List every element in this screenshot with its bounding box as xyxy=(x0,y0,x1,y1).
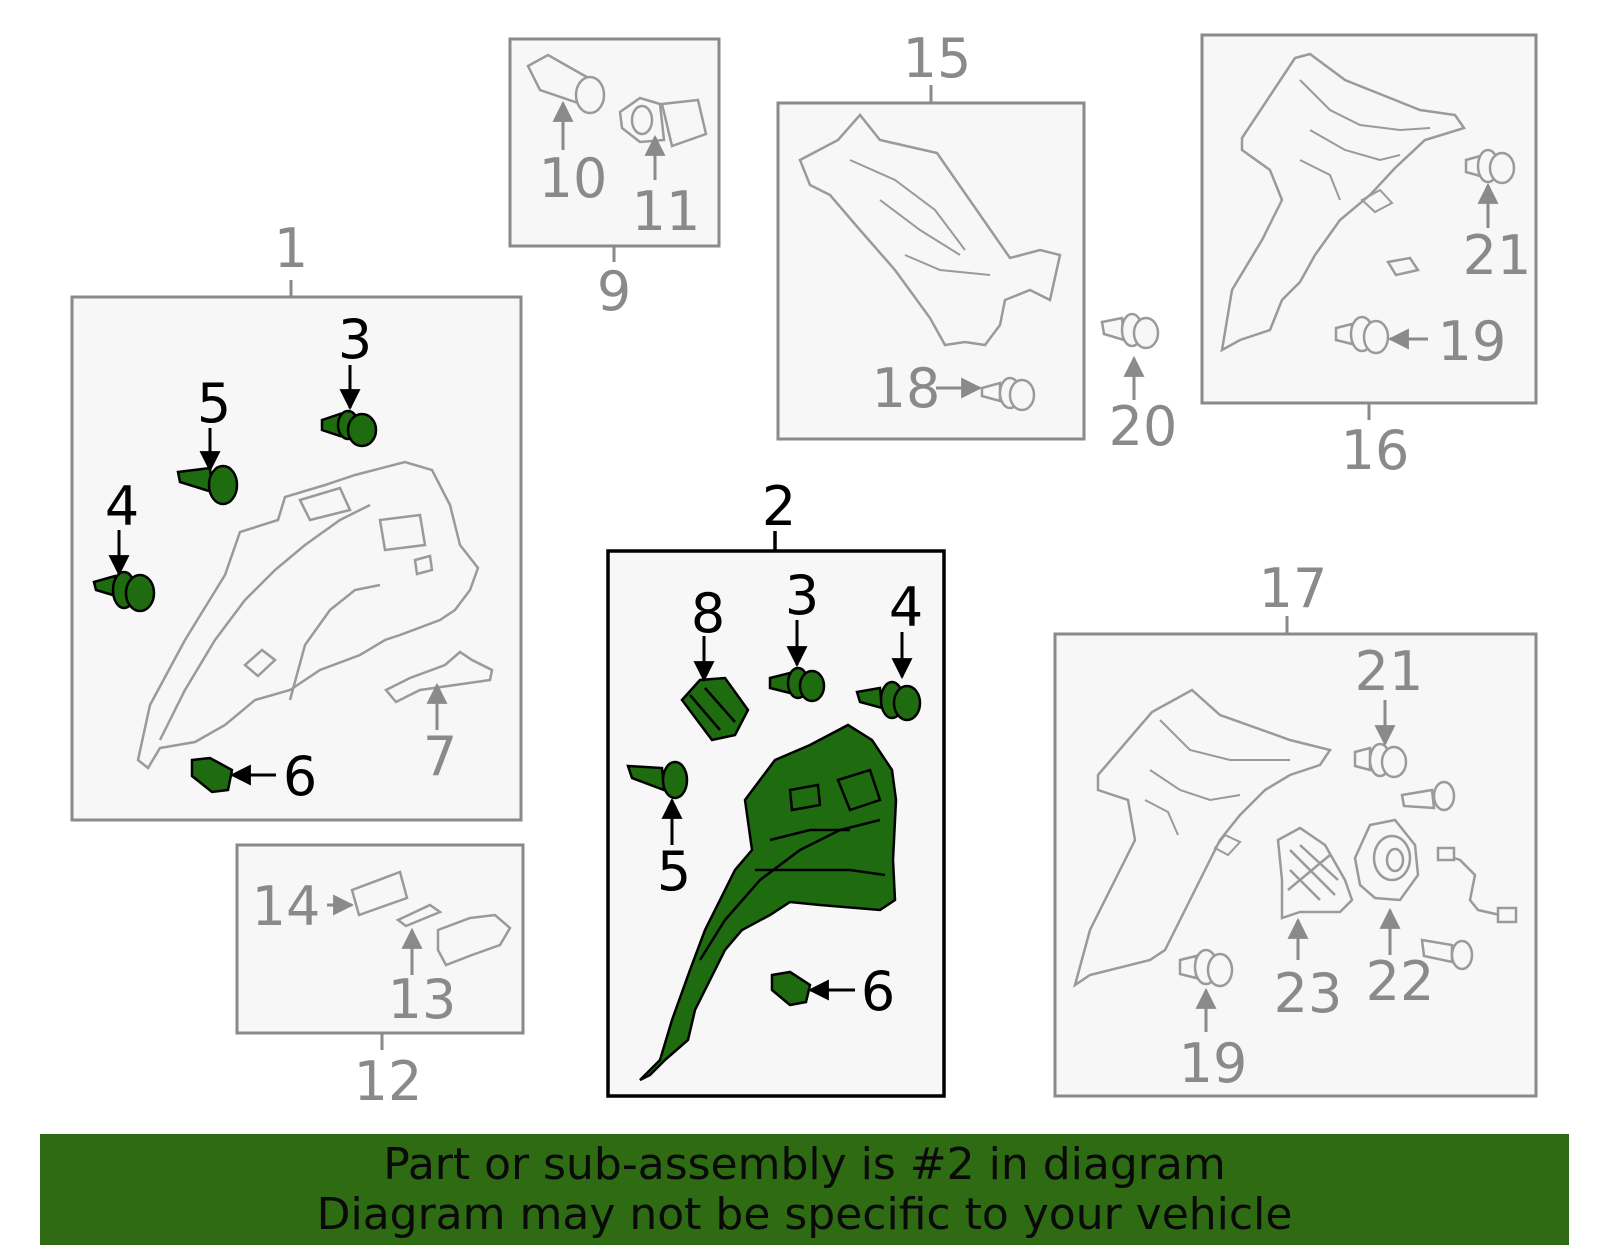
clip-20-icon xyxy=(1100,312,1160,350)
speaker-grille-23-drawing xyxy=(1276,826,1354,920)
trim-panel-15-drawing xyxy=(798,113,1062,347)
pillar-trim-16-ribs xyxy=(1299,79,1431,214)
bezel-13-drawing xyxy=(395,903,443,928)
callout-6a: 6 xyxy=(283,745,317,808)
callout-1: 1 xyxy=(274,217,308,280)
clip-3-icon xyxy=(320,409,378,448)
callout-11: 11 xyxy=(632,180,701,243)
callout-16: 16 xyxy=(1341,419,1410,482)
clip-4-icon xyxy=(92,570,156,613)
wire-harness-17-drawing xyxy=(1436,846,1518,924)
callout-4a: 4 xyxy=(105,475,139,538)
banner-line-1: Part or sub-assembly is #2 in diagram xyxy=(383,1139,1226,1190)
callout-3b: 3 xyxy=(785,564,819,627)
callout-4b: 4 xyxy=(889,576,923,639)
small-clip-16-drawing xyxy=(1385,256,1421,277)
callout-22: 22 xyxy=(1366,950,1435,1013)
callout-12: 12 xyxy=(354,1050,423,1113)
bracket-12-drawing xyxy=(436,913,512,967)
callout-5a: 5 xyxy=(197,372,231,435)
callout-15: 15 xyxy=(903,27,972,90)
callout-7: 7 xyxy=(423,725,457,788)
callout-2: 2 xyxy=(762,475,796,538)
clip-19b-icon xyxy=(1178,948,1234,988)
callout-6b: 6 xyxy=(861,960,895,1023)
callout-20: 20 xyxy=(1109,395,1178,458)
screw-17b-icon xyxy=(1420,938,1474,971)
trim-panel-15-ribs xyxy=(849,159,991,276)
cover-11-drawing xyxy=(618,96,708,148)
clip-19-icon xyxy=(1334,315,1390,355)
callout-23: 23 xyxy=(1274,962,1343,1025)
speaker-22-drawing xyxy=(1353,818,1420,902)
pillar-trim-17-ribs xyxy=(1144,719,1290,857)
clip-3b-icon xyxy=(768,666,826,703)
callout-19b: 19 xyxy=(1179,1032,1248,1095)
callout-19a: 19 xyxy=(1438,310,1507,373)
pillar-trim-16-drawing xyxy=(1220,52,1466,353)
nut-6-icon xyxy=(190,756,234,794)
callout-3a: 3 xyxy=(338,308,372,371)
callout-10: 10 xyxy=(539,147,608,210)
callout-9: 9 xyxy=(597,260,631,323)
callout-8: 8 xyxy=(691,582,725,645)
callout-21a: 21 xyxy=(1463,224,1532,287)
callout-21b: 21 xyxy=(1355,640,1424,703)
callout-13: 13 xyxy=(388,968,457,1031)
clip-21b-icon xyxy=(1353,742,1408,779)
quarter-trim-panel-1-drawing xyxy=(136,460,480,770)
callout-14: 14 xyxy=(252,875,321,938)
clip-4b-icon xyxy=(855,680,922,722)
screw-5-icon xyxy=(176,464,239,506)
banner-line-2: Diagram may not be specific to your vehi… xyxy=(316,1189,1293,1240)
nut-6b-icon xyxy=(770,970,812,1007)
switch-14-drawing xyxy=(350,870,409,917)
callout-17: 17 xyxy=(1259,557,1328,620)
screw-17a-icon xyxy=(1400,780,1456,812)
screw-5b-icon xyxy=(626,760,689,800)
quarter-trim-panel-2-drawing xyxy=(639,723,898,1082)
callout-5b: 5 xyxy=(657,840,691,903)
pillar-trim-17-drawing xyxy=(1072,688,1333,988)
callout-18: 18 xyxy=(872,357,941,420)
clip-21-icon xyxy=(1464,148,1516,185)
socket-10-drawing xyxy=(526,53,606,115)
bracket-7-drawing xyxy=(384,650,494,704)
info-banner: Part or sub-assembly is #2 in diagram Di… xyxy=(40,1134,1569,1245)
